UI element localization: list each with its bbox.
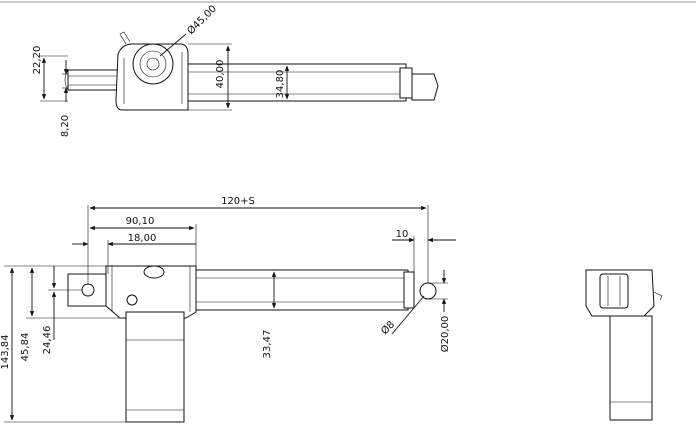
dim-143-84-label: 143,84 [0, 335, 11, 370]
dim-90-10-label: 90,10 [126, 216, 155, 227]
dim-24-46-label: 24,46 [42, 326, 53, 355]
top-rear-clevis [67, 69, 121, 91]
end-view-motor [609, 315, 653, 421]
side-rear-pin-hole [81, 283, 95, 297]
end-view-face [599, 273, 629, 309]
side-view: 120+S 90,10 18,00 10 143,84 45,84 24,46 … [0, 196, 456, 423]
side-outer-tube [195, 269, 409, 311]
dim-8-20-label: 8,20 [60, 115, 71, 137]
dim-phi8-label: Ø8 [379, 319, 398, 338]
dim-34-80-label: 34,80 [275, 70, 286, 99]
dim-10-label: 10 [396, 229, 409, 240]
dim-phi45-label: Ø45,00 [185, 3, 219, 37]
top-view: 22,20 8,20 Ø45,00 40,00 34,80 [32, 3, 439, 137]
dim-45-84-label: 45,84 [20, 333, 31, 362]
side-motor [125, 311, 185, 423]
side-rod-end [419, 282, 437, 300]
top-extension-rod [411, 73, 439, 101]
end-view [585, 269, 663, 421]
dim-33-47-label: 33,47 [262, 330, 273, 359]
dim-120s-label: 120+S [221, 196, 255, 207]
dim-18-label: 18,00 [128, 233, 157, 244]
dim-22-20-label: 22,20 [32, 46, 43, 75]
dim-40-label: 40,00 [215, 60, 226, 89]
dim-phi20-label: Ø20,00 [439, 316, 451, 353]
side-end-cap [403, 271, 415, 309]
top-end-cap [399, 67, 413, 99]
